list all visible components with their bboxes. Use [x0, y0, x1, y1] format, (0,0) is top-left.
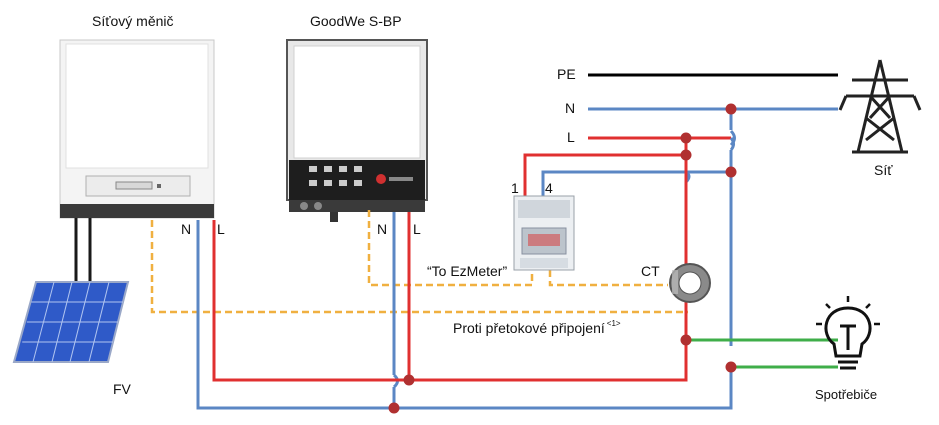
- ct-label: CT: [641, 263, 660, 279]
- anti-backflow-note: <1>: [606, 319, 621, 328]
- pv-label: FV: [113, 381, 131, 397]
- inverter2-n-label: N: [377, 221, 388, 237]
- pv-panel: [12, 218, 130, 363]
- anti-backflow-text: Proti přetokové připojení: [453, 320, 605, 336]
- grid-inverter-label: Síťový měnič: [92, 13, 174, 29]
- ct-sensor: [669, 263, 711, 303]
- inverter1-n-label: N: [181, 221, 192, 237]
- inverter1-l-label: L: [217, 221, 225, 237]
- goodwe-inverter: [286, 39, 428, 222]
- pe-label: PE: [557, 66, 576, 82]
- grid-label: Síť: [874, 162, 893, 178]
- grid-tower-icon: [838, 59, 922, 154]
- lightbulb-icon: [816, 296, 880, 370]
- goodwe-inverter-label: GoodWe S-BP: [310, 13, 402, 29]
- meter-pin-4-label: 4: [545, 180, 553, 196]
- loads-label: Spotřebiče: [815, 387, 878, 402]
- ezmeter: [513, 195, 575, 271]
- meter-pin-1-label: 1: [511, 180, 519, 196]
- live-label: L: [567, 129, 575, 145]
- to-ezmeter-label: “To EzMeter”: [427, 263, 508, 279]
- grid-inverter: [59, 39, 215, 219]
- anti-backflow-label: Proti přetokové připojení<1>: [453, 319, 621, 336]
- neutral-label: N: [565, 100, 576, 116]
- inverter2-l-label: L: [413, 221, 421, 237]
